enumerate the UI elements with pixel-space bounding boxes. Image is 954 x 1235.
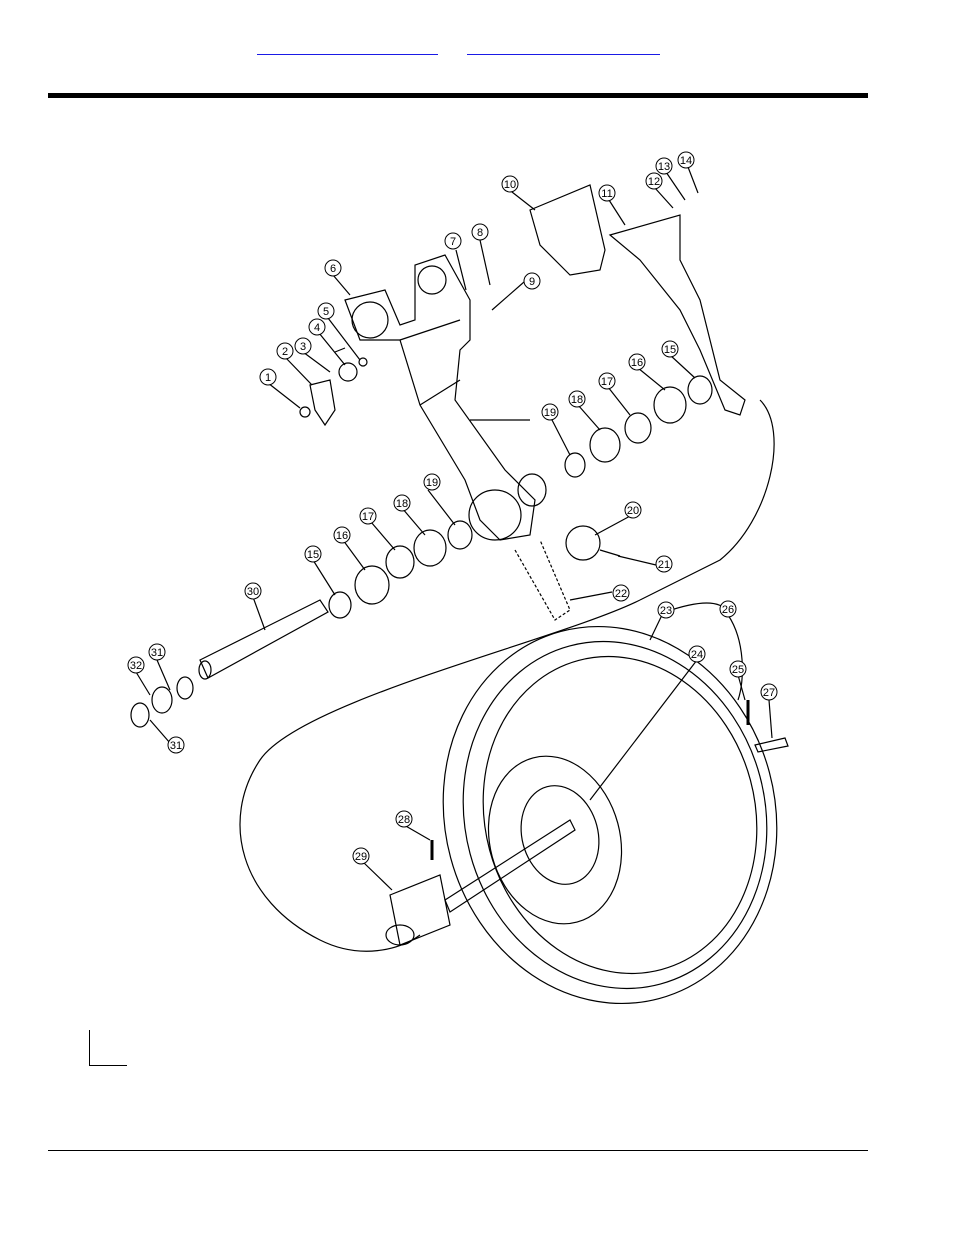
callout-label: 20 (627, 505, 639, 517)
callout-label: 16 (336, 530, 348, 542)
callout-label: 31 (170, 740, 182, 752)
seal-17-lower (386, 546, 414, 578)
callout-label: 31 (151, 647, 163, 659)
callout-label: 22 (615, 588, 627, 600)
spacer-19-lower (448, 521, 472, 549)
callout-label: 19 (426, 477, 438, 489)
shield-plate-11 (610, 215, 745, 415)
lower-outline (240, 600, 640, 951)
callout-label: 8 (477, 227, 483, 239)
callout-label: 19 (544, 407, 556, 419)
axle-shaft-30 (200, 600, 328, 678)
callout-label: 28 (398, 814, 410, 826)
callout-label: 15 (664, 344, 676, 356)
nut-1 (300, 407, 310, 417)
callout-label: 26 (722, 604, 734, 616)
callout-label: 29 (355, 851, 367, 863)
callout-label: 30 (247, 586, 259, 598)
callout-label: 23 (660, 605, 672, 617)
callout-label: 2 (282, 346, 288, 358)
callout-label: 15 (307, 549, 319, 561)
callout-label: 7 (450, 236, 456, 248)
header-link-left[interactable] (257, 38, 438, 55)
callout-label: 17 (601, 376, 613, 388)
callout-label: 3 (300, 341, 306, 353)
ring-18-upper (590, 428, 620, 462)
bearing-16-lower (355, 566, 389, 604)
hub-29 (390, 875, 450, 945)
callout-label: 4 (314, 322, 320, 334)
lockwasher-32 (152, 687, 172, 713)
sprocket-20 (566, 526, 600, 560)
callout-label: 9 (529, 276, 535, 288)
callout-label: 13 (658, 161, 670, 173)
callout-label: 32 (130, 660, 142, 672)
nut-31 (177, 677, 193, 699)
callout-label: 12 (648, 176, 660, 188)
callout-label: 18 (571, 394, 583, 406)
sprocket-4 (339, 363, 357, 381)
spacer-19-upper (565, 453, 585, 477)
seal-17-upper (625, 413, 651, 443)
shield-plate-10 (530, 185, 605, 275)
header-rule (48, 93, 868, 98)
ring-18-lower (414, 530, 446, 566)
bracket-2 (310, 380, 335, 425)
callout-label: 10 (504, 179, 516, 191)
bearing-16-upper (654, 387, 686, 423)
exploded-parts-diagram: 1234567891011121314151617181920212223242… (80, 140, 800, 1075)
callout-label: 14 (680, 155, 692, 167)
chain-22 (515, 540, 570, 620)
callout-label: 5 (323, 306, 329, 318)
callout-label: 1 (265, 372, 271, 384)
hub-housing (469, 490, 521, 540)
callout-label: 6 (330, 263, 336, 275)
callout-label: 27 (763, 687, 775, 699)
callout-label: 21 (658, 559, 670, 571)
arm-pivot-upper-2 (418, 266, 446, 294)
bushing-15-upper (688, 376, 712, 404)
corner-crop-mark (89, 1030, 127, 1066)
header-link-right[interactable] (467, 38, 660, 55)
nut-31-lower (131, 703, 149, 727)
callout-label: 18 (396, 498, 408, 510)
rim-24 (470, 741, 640, 939)
callout-label: 16 (631, 357, 643, 369)
callout-label: 11 (601, 188, 612, 200)
footer-rule (48, 1150, 868, 1151)
arm-pivot-upper (352, 302, 388, 338)
callout-label: 17 (362, 511, 374, 523)
callout-label: 24 (691, 649, 703, 661)
callout-label: 25 (732, 664, 744, 676)
bushing-15-lower (329, 592, 351, 618)
